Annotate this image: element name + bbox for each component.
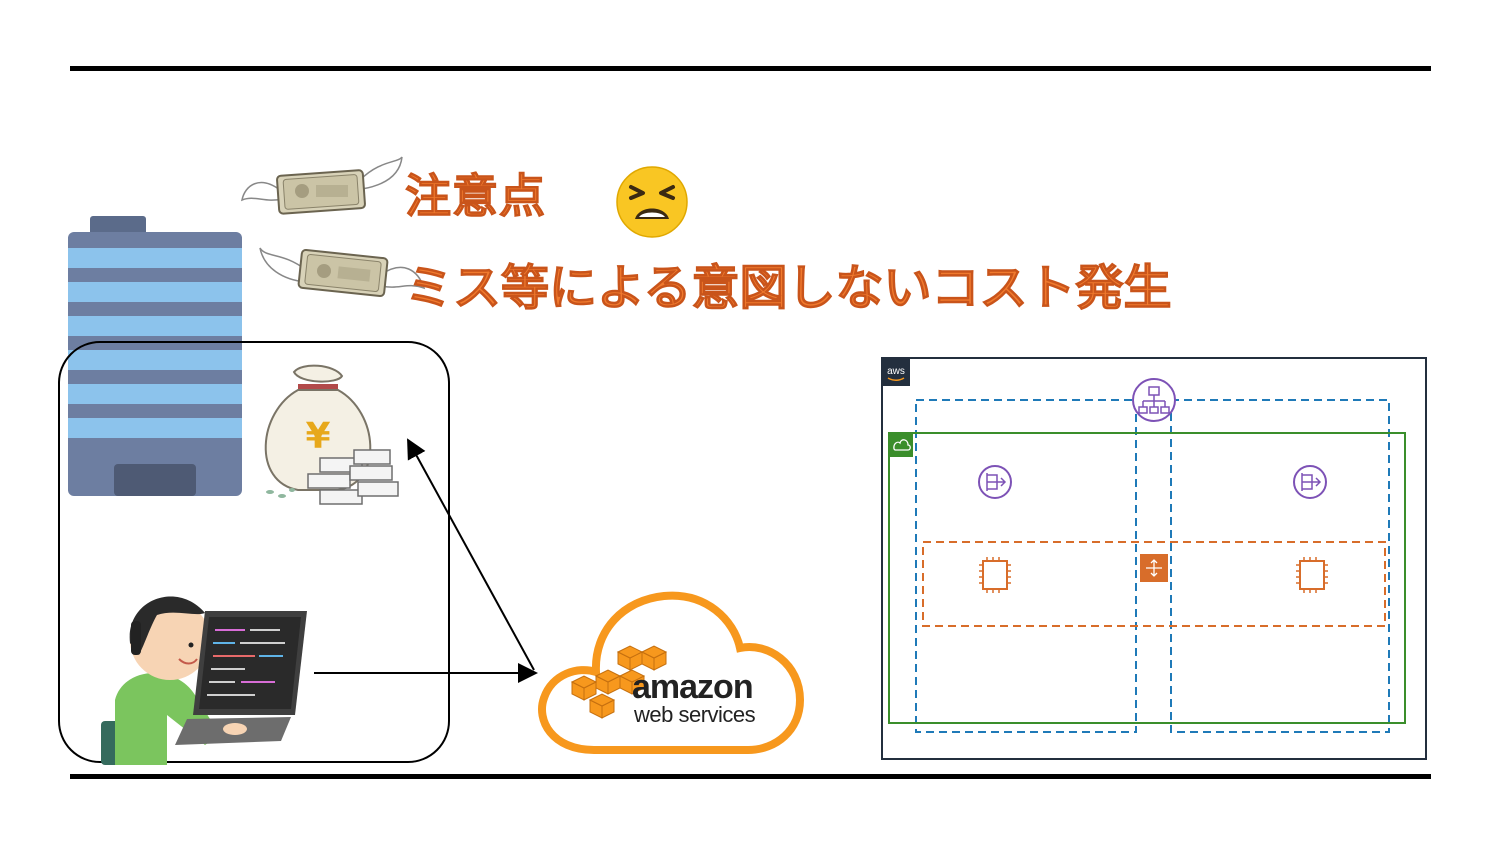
slide-title: 注意点 bbox=[405, 169, 546, 224]
svg-text:¥: ¥ bbox=[305, 416, 330, 457]
office-building-icon bbox=[68, 216, 242, 496]
vpc-boundary bbox=[888, 432, 1406, 724]
aws-brand-text: amazon bbox=[632, 668, 754, 706]
aws-services-text: web services bbox=[634, 702, 756, 727]
nat-gateway-icon-left bbox=[978, 465, 1012, 499]
load-balancer-icon bbox=[1132, 378, 1176, 422]
flying-money-icon bbox=[240, 156, 403, 215]
tired-face-emoji-icon bbox=[616, 166, 688, 238]
aws-cloud-logo bbox=[538, 591, 805, 754]
developer-at-laptop-icon bbox=[101, 596, 307, 765]
top-rule bbox=[70, 66, 1431, 71]
availability-zone-right bbox=[1170, 399, 1390, 733]
vpc-icon bbox=[889, 433, 913, 457]
nat-gateway-icon-right bbox=[1293, 465, 1327, 499]
flying-money-icon bbox=[259, 247, 426, 297]
bottom-rule bbox=[70, 774, 1431, 779]
company-boundary-box bbox=[58, 341, 450, 763]
availability-zone-left bbox=[915, 399, 1137, 733]
aws-architecture-diagram: aws bbox=[881, 357, 1427, 760]
ec2-instance-icon-left bbox=[979, 557, 1011, 593]
aws-badge-text: aws bbox=[887, 366, 905, 377]
router-icon bbox=[1140, 554, 1168, 582]
yen-money-bag-icon: ¥ bbox=[264, 364, 399, 505]
ec2-instance-icon-right bbox=[1296, 557, 1328, 593]
slide-subtitle: ミス等による意図しないコスト発生 bbox=[405, 260, 1173, 317]
aws-account-badge: aws bbox=[882, 358, 910, 386]
